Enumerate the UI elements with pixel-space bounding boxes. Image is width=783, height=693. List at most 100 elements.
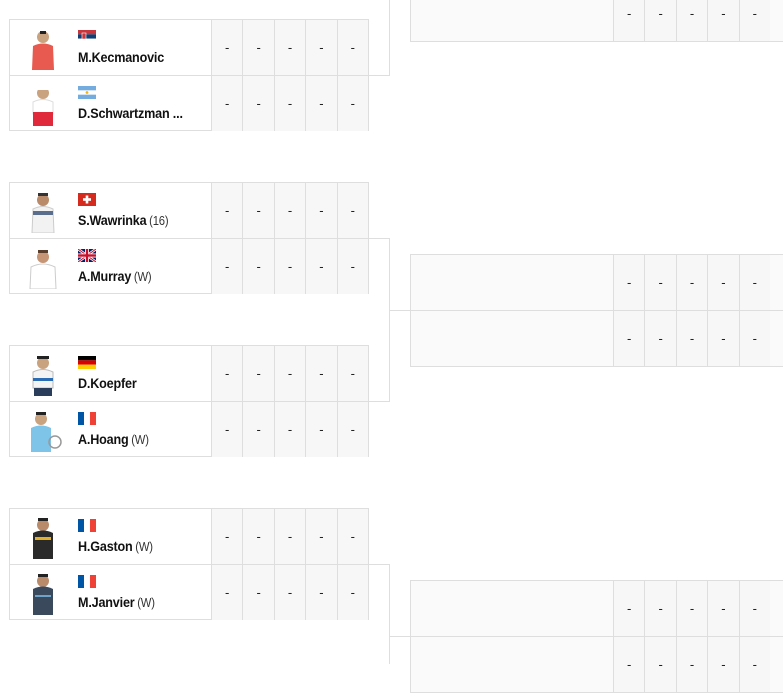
- bracket-connector: [389, 0, 390, 76]
- set-score: -: [273, 183, 306, 238]
- set-score: -: [211, 509, 243, 564]
- player-row[interactable]: M.Janvier(W) - - - - -: [10, 565, 369, 620]
- set-score: -: [738, 255, 771, 310]
- set-score: -: [613, 0, 645, 41]
- set-score: -: [675, 0, 708, 41]
- score-cells: - - - - -: [211, 20, 369, 75]
- player-row[interactable]: A.Murray(W) - - - - -: [10, 239, 369, 294]
- set-score: -: [738, 637, 771, 692]
- player-name[interactable]: A.Murray(W): [78, 268, 152, 284]
- set-score: -: [273, 402, 306, 457]
- player-row[interactable]: D.Koepfer - - - - -: [10, 346, 369, 401]
- set-score: -: [644, 0, 676, 41]
- player-name[interactable]: S.Wawrinka(16): [78, 212, 169, 228]
- germany-flag-icon: [78, 356, 96, 369]
- set-score: -: [242, 239, 274, 294]
- next-round-match[interactable]: - - - - - - - - - -: [410, 580, 783, 693]
- player-row[interactable]: - - - - -: [411, 0, 783, 41]
- set-score: -: [336, 76, 369, 131]
- set-score: -: [336, 402, 369, 457]
- set-score: -: [273, 565, 306, 620]
- set-score: -: [613, 637, 645, 692]
- set-score: -: [211, 402, 243, 457]
- set-score: -: [211, 20, 243, 75]
- set-score: -: [336, 509, 369, 564]
- bracket-connector: [389, 310, 410, 311]
- match-card[interactable]: D.Koepfer - - - - - A.Hoang(W) - - - - -: [9, 345, 369, 457]
- set-score: -: [707, 311, 739, 366]
- set-score: -: [644, 255, 676, 310]
- player-row[interactable]: A.Hoang(W) - - - - -: [10, 402, 369, 457]
- row-divider: [10, 238, 368, 239]
- player-row[interactable]: - - - - -: [411, 311, 783, 366]
- bracket-connector: [369, 564, 389, 565]
- player-photo: [21, 408, 65, 452]
- set-score: -: [613, 255, 645, 310]
- serbia-flag-icon: [78, 30, 96, 43]
- france-flag-icon: [78, 519, 96, 532]
- player-row[interactable]: - - - - -: [411, 637, 783, 692]
- player-photo: [21, 352, 65, 396]
- set-score: -: [211, 565, 243, 620]
- row-divider: [10, 401, 368, 402]
- set-score: -: [211, 183, 243, 238]
- set-score: -: [305, 509, 337, 564]
- player-row[interactable]: - - - - -: [411, 581, 783, 637]
- score-cells: - - - - -: [211, 183, 369, 238]
- player-name[interactable]: M.Janvier(W): [78, 594, 155, 610]
- switzerland-flag-icon: [78, 193, 96, 206]
- great-britain-flag-icon: [78, 249, 96, 262]
- player-row[interactable]: M.Kecmanovic - - - - -: [10, 20, 369, 75]
- set-score: -: [211, 239, 243, 294]
- player-photo: [21, 245, 65, 289]
- player-name[interactable]: D.Koepfer: [78, 375, 137, 391]
- player-name[interactable]: A.Hoang(W): [78, 431, 149, 447]
- bracket-connector: [389, 636, 410, 637]
- set-score: -: [675, 255, 708, 310]
- player-name[interactable]: H.Gaston(W): [78, 538, 153, 554]
- row-divider: [10, 75, 368, 76]
- set-score: -: [336, 239, 369, 294]
- set-score: -: [675, 581, 708, 636]
- set-score: -: [336, 20, 369, 75]
- set-score: -: [613, 581, 645, 636]
- set-score: -: [305, 346, 337, 401]
- set-score: -: [242, 509, 274, 564]
- set-score: -: [305, 565, 337, 620]
- score-cells: - - - - -: [211, 76, 369, 131]
- player-row[interactable]: D.Schwartzman ... - - - - -: [10, 76, 369, 131]
- match-card[interactable]: H.Gaston(W) - - - - - M.Janvier(W) - - -…: [9, 508, 369, 620]
- set-score: -: [242, 183, 274, 238]
- player-name[interactable]: M.Kecmanovic: [78, 49, 165, 65]
- set-score: -: [242, 20, 274, 75]
- set-score: -: [273, 76, 306, 131]
- player-photo: [21, 26, 65, 70]
- argentina-flag-icon: [78, 86, 96, 99]
- france-flag-icon: [78, 575, 96, 588]
- set-score: -: [644, 311, 676, 366]
- score-cells: - - - - -: [613, 311, 771, 366]
- set-score: -: [707, 637, 739, 692]
- player-photo: [21, 189, 65, 233]
- bracket-connector: [389, 238, 390, 402]
- match-card[interactable]: M.Kecmanovic - - - - - D.Schwartzman ...…: [9, 19, 369, 131]
- set-score: -: [707, 0, 739, 41]
- set-score: -: [738, 311, 771, 366]
- set-score: -: [707, 581, 739, 636]
- player-row[interactable]: - - - - -: [411, 255, 783, 311]
- player-row[interactable]: H.Gaston(W) - - - - -: [10, 509, 369, 564]
- bracket-connector: [369, 401, 389, 402]
- match-card[interactable]: S.Wawrinka(16) - - - - - A.Murray(W) - -…: [9, 182, 369, 294]
- next-round-match[interactable]: - - - - -: [410, 0, 783, 42]
- set-score: -: [675, 637, 708, 692]
- set-score: -: [613, 311, 645, 366]
- score-cells: - - - - -: [211, 239, 369, 294]
- next-round-match[interactable]: - - - - - - - - - -: [410, 254, 783, 367]
- set-score: -: [273, 239, 306, 294]
- player-name[interactable]: D.Schwartzman ...: [78, 105, 183, 121]
- player-photo: [21, 571, 65, 615]
- set-score: -: [273, 20, 306, 75]
- set-score: -: [242, 565, 274, 620]
- set-score: -: [644, 637, 676, 692]
- player-row[interactable]: S.Wawrinka(16) - - - - -: [10, 183, 369, 238]
